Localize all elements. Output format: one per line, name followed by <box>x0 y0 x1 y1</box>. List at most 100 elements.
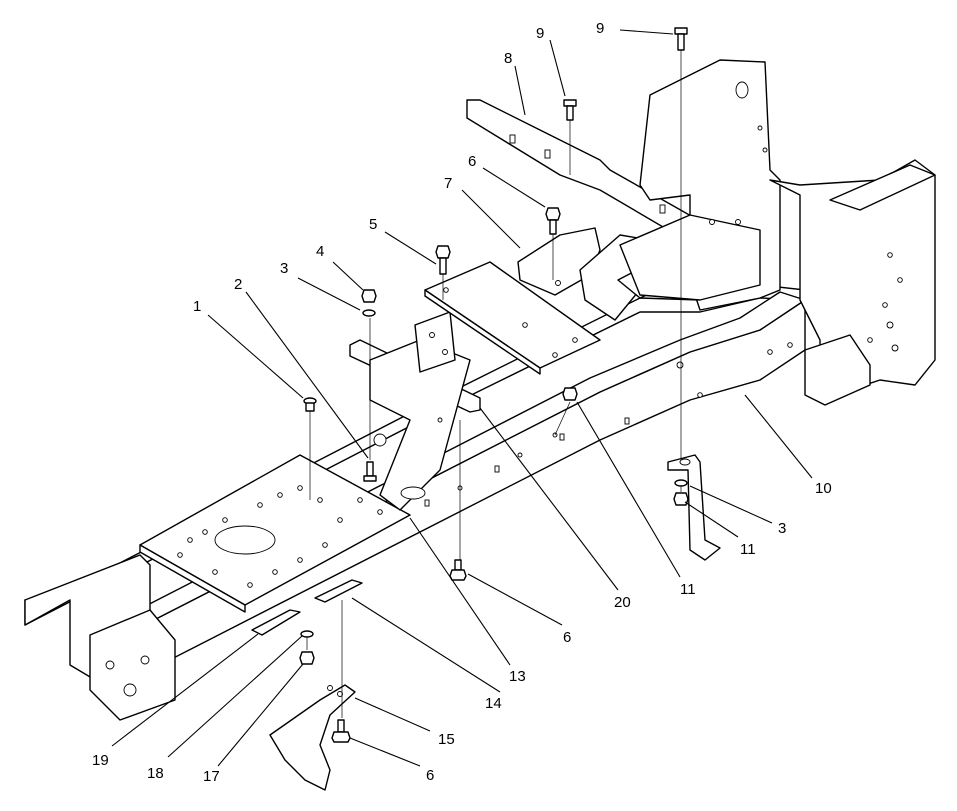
plate-5 <box>424 261 601 375</box>
plate-hole <box>377 509 383 515</box>
rear-plate-hole <box>762 147 768 153</box>
rear-upright <box>619 59 936 406</box>
callout-4: 4 <box>316 243 324 260</box>
bolt-9-right <box>674 27 688 51</box>
bracket-hole <box>327 685 333 691</box>
slot <box>509 134 516 144</box>
slot <box>659 204 666 214</box>
bolt-6-lower <box>449 559 467 581</box>
callout-19: 19 <box>92 752 109 769</box>
rail-hole <box>787 342 793 348</box>
plate-hole <box>337 517 343 523</box>
rear-plate-hole <box>891 344 899 352</box>
bolt-plate-5 <box>435 245 451 275</box>
channel-hole <box>400 486 426 500</box>
callout-6: 6 <box>468 153 476 170</box>
bracket-hole <box>442 349 448 355</box>
nut-11-center <box>562 387 578 401</box>
frame-rail-holes <box>424 342 793 507</box>
bolt-2 <box>363 461 377 482</box>
callout-7: 7 <box>444 175 452 192</box>
bracket-7-hole <box>555 280 561 286</box>
deck-plate-hole <box>214 525 276 555</box>
channel-hole <box>373 433 387 447</box>
rear-plate-right-flange <box>829 164 936 211</box>
assembly-axes <box>306 50 682 718</box>
rail-slot <box>624 417 630 425</box>
plate-hole <box>212 569 218 575</box>
plate-hole <box>297 557 303 563</box>
callout-9: 9 <box>596 20 604 37</box>
callout-3: 3 <box>280 260 288 277</box>
upright-bracket <box>414 311 456 373</box>
plate-hole <box>222 517 228 523</box>
rail-hole <box>676 361 684 369</box>
callout-3: 3 <box>778 520 786 537</box>
rail-hole <box>767 349 773 355</box>
plate-hole <box>322 542 328 548</box>
callout-6: 6 <box>426 767 434 784</box>
callout-5: 5 <box>369 216 377 233</box>
callout-17: 17 <box>203 768 220 785</box>
frame-front-plate <box>89 609 176 721</box>
plate-5-hole <box>572 337 578 343</box>
plate-hole <box>187 537 193 543</box>
washer-3 <box>362 309 376 317</box>
bolt-1 <box>303 397 317 412</box>
frame-hole <box>105 660 115 670</box>
callout-14: 14 <box>485 695 502 712</box>
front-bracket-15 <box>269 684 356 791</box>
slot-19-right <box>314 579 363 603</box>
plate-hole <box>277 492 283 498</box>
frame-hole <box>123 683 137 697</box>
plate-hole <box>317 497 323 503</box>
rail-hole <box>697 392 703 398</box>
deck-plate-edge <box>139 544 246 613</box>
plate-hole <box>202 529 208 535</box>
deck-plate <box>139 454 411 613</box>
bracket-hole <box>429 332 435 338</box>
rail-hole <box>517 452 523 458</box>
leader-lines <box>111 29 813 767</box>
plate-5-edge <box>424 289 541 375</box>
plate-5-hole <box>443 287 449 293</box>
frame-hole <box>140 655 150 665</box>
plate-hole <box>272 569 278 575</box>
callout-11: 11 <box>740 541 756 558</box>
bolt-6-top <box>545 207 561 235</box>
bolt-9-mid <box>563 99 577 121</box>
slot <box>544 149 551 159</box>
rail-slot <box>424 499 430 507</box>
callout-18: 18 <box>147 765 164 782</box>
rail-slot <box>494 465 500 473</box>
plate-5-hole <box>522 322 528 328</box>
callout-20: 20 <box>614 594 631 611</box>
front-bracket-body <box>269 684 356 791</box>
nut-4 <box>361 289 377 303</box>
rail-slot <box>559 433 565 441</box>
hanger-hole <box>679 458 691 466</box>
callout-8: 8 <box>504 50 512 67</box>
rear-plate-hole <box>867 337 873 343</box>
lower-plate-hole <box>709 219 715 225</box>
plate-hole <box>257 502 263 508</box>
rail-hole <box>437 417 443 423</box>
side-slots <box>251 579 363 636</box>
rear-foot-bracket <box>804 334 871 406</box>
callout-6: 6 <box>563 629 571 646</box>
callout-10: 10 <box>815 480 832 497</box>
callout-13: 13 <box>509 668 526 685</box>
rear-plate-hole <box>882 302 888 308</box>
rear-plate-hole <box>757 125 763 131</box>
plate-hole <box>247 582 253 588</box>
nut-17 <box>299 651 315 665</box>
plate-hole <box>177 552 183 558</box>
callout-15: 15 <box>438 731 455 748</box>
callout-2: 2 <box>234 276 242 293</box>
plate-5-hole <box>552 352 558 358</box>
callout-labels: 1 2 3 4 5 6 7 8 9 9 10 3 11 11 20 6 13 1… <box>92 20 832 785</box>
rear-plate-hole <box>897 277 903 283</box>
rear-plate-hole <box>735 81 749 99</box>
